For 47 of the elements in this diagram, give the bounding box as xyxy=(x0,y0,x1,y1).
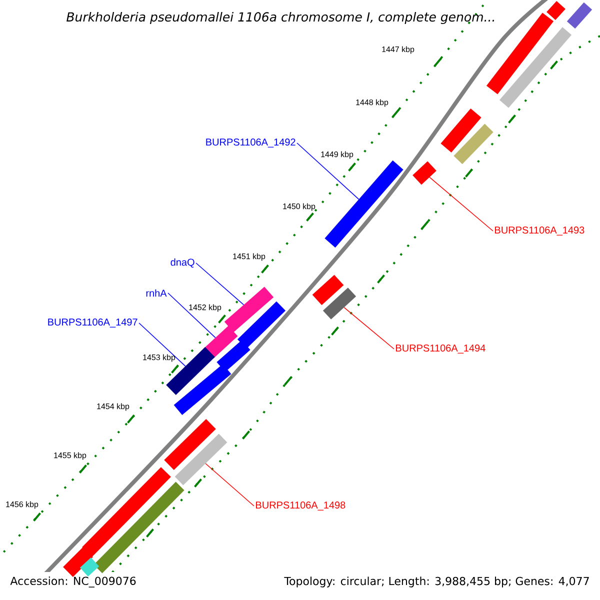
tick-label: 1447 kbp xyxy=(382,46,414,54)
gene-block xyxy=(216,340,250,372)
gene-block xyxy=(546,0,566,20)
tick-label: 1451 kbp xyxy=(233,253,266,261)
genome-info-text: Topology: circular; Length: 3,988,455 bp; Genes: 4,077 xyxy=(284,576,589,588)
gene-label: BURPS1106A_1494 xyxy=(396,344,486,354)
tick-label: 1448 kbp xyxy=(356,99,388,107)
tick-label: 1454 kbp xyxy=(97,403,130,411)
gene-block xyxy=(63,547,93,577)
gene-label: BURPS1106A_1497 xyxy=(48,318,138,328)
gene-block xyxy=(94,482,184,574)
tick-label: 1452 kbp xyxy=(189,304,222,312)
gene-block xyxy=(82,467,171,557)
gene-label: rnhA xyxy=(146,289,167,297)
gene-block xyxy=(174,364,232,415)
leader-line xyxy=(344,307,394,350)
gene-block xyxy=(224,286,274,332)
gene-block xyxy=(454,124,494,164)
gene-block xyxy=(80,558,100,576)
gene-block xyxy=(499,27,572,108)
gene-label: BURPS1106A_1492 xyxy=(206,138,296,148)
gene-label: BURPS1106A_1498 xyxy=(256,502,346,510)
gene-block xyxy=(412,161,436,185)
leader-line xyxy=(429,176,494,232)
leader-line xyxy=(138,322,186,367)
gene-block xyxy=(322,288,356,320)
leader-line xyxy=(196,262,244,306)
gene-block xyxy=(440,108,482,153)
map-title: Burkholderia pseudomallei 1106a chromosome I, complete genom... xyxy=(66,12,494,24)
leader-line xyxy=(205,463,254,506)
tick-label: 1456 kbp xyxy=(6,501,38,509)
gene-block xyxy=(324,160,404,248)
tick-label: 1453 kbp xyxy=(143,354,176,362)
tick-label: 1449 kbp xyxy=(321,151,354,159)
gene-block xyxy=(203,326,238,360)
tick-label: 1455 kbp xyxy=(54,452,86,460)
leader-line xyxy=(168,292,216,338)
gene-block xyxy=(164,419,216,470)
accession-text: Accession: NC_009076 xyxy=(10,576,136,588)
leader-line xyxy=(296,142,360,200)
gene-label: BURPS1106A_1493 xyxy=(495,226,584,236)
gene-block xyxy=(312,274,344,306)
tick-label: 1450 kbp xyxy=(283,203,316,211)
gene-block xyxy=(566,2,592,29)
gene-block xyxy=(237,301,286,349)
gene-block xyxy=(174,434,228,486)
gene-label: dnaQ xyxy=(170,258,194,268)
